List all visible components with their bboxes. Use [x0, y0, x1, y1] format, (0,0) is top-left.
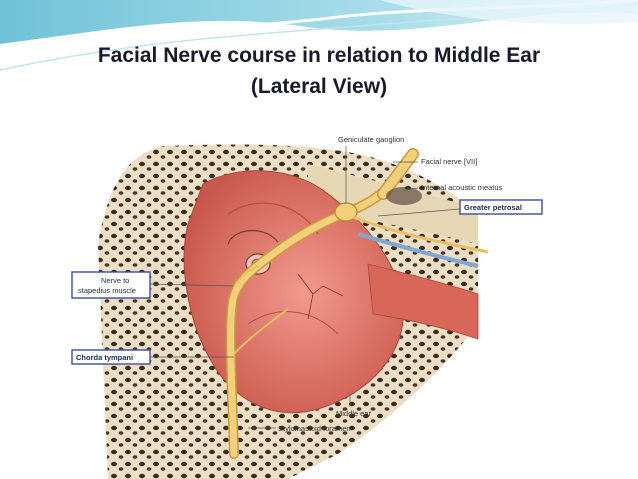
slide-title-line1: Facial Nerve course in relation to Middl…	[97, 44, 541, 67]
greater-petrosal-nerve	[352, 215, 489, 254]
petrous-ridge	[308, 164, 478, 244]
middle-ear-cavity	[183, 170, 404, 414]
greater-petrosal-groove	[357, 232, 479, 268]
vessel-branches	[297, 273, 344, 320]
label-chorda-tympani: Chorda tympani	[76, 353, 133, 362]
header-wave-decoration	[0, 0, 638, 71]
mucosal-fold-2	[247, 311, 339, 335]
chorda-tympani-box	[71, 349, 151, 365]
nerve-to-stapedius-box	[71, 271, 151, 299]
label-stylomastoid-foramen: Stylomastoid foramen	[278, 424, 351, 433]
leader-lines	[149, 146, 461, 429]
auditory-tube-tissue	[367, 263, 479, 340]
stapes-crura	[227, 229, 279, 245]
facial-nerve-trunk-fill	[227, 170, 402, 458]
slide-title-line2: (Lateral View)	[250, 75, 388, 98]
greater-petrosal-box	[459, 199, 543, 215]
label-nerve-to-stapedius-2: stapedius muscle	[78, 286, 136, 295]
label-geniculate-ganglion: Geniculate ganglion	[338, 135, 404, 144]
nerve-to-stapedius	[235, 265, 259, 285]
label-nerve-to-stapedius-1: Nerve to	[101, 276, 129, 285]
label-internal-acoustic-meatus: Internal acoustic meatus	[421, 183, 503, 192]
slide-title: Facial Nerve course in relation to Middl…	[0, 40, 638, 102]
label-middle-ear: Middle ear	[336, 409, 372, 418]
facial-nerve-diagram: Geniculate ganglion Facial nerve [VII] I…	[68, 124, 544, 479]
chorda-tympani-nerve	[233, 308, 289, 355]
label-facial-nerve: Facial nerve [VII]	[421, 157, 477, 166]
facial-nerve-proximal-fill	[378, 149, 418, 199]
label-greater-petrosal: Greater petrosal	[464, 203, 522, 212]
internal-acoustic-meatus	[386, 187, 422, 205]
